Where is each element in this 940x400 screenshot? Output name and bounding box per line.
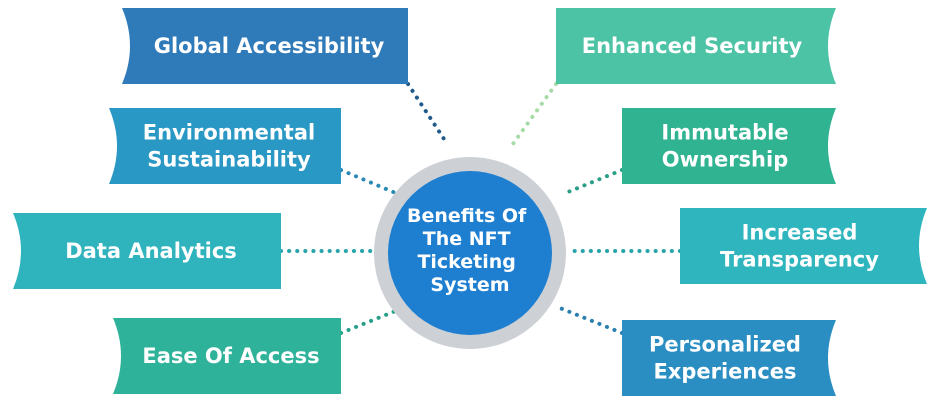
- center-title-line: The NFT: [423, 228, 511, 250]
- dotted-connector: [558, 306, 624, 335]
- center-title-line: Ticketing: [417, 251, 515, 273]
- benefit-label-line: Enhanced Security: [582, 34, 803, 58]
- benefit-banner: [680, 208, 927, 284]
- dotted-connector: [406, 82, 448, 144]
- benefit-banner: [556, 8, 836, 84]
- benefit-label-line: Experiences: [653, 360, 796, 384]
- connector-lines: [279, 82, 682, 335]
- benefit-banner: [122, 8, 408, 84]
- center-circle: [388, 171, 552, 335]
- dotted-connector: [508, 82, 558, 150]
- left-benefit-3: Ease Of Access: [113, 318, 341, 394]
- benefit-banner: [113, 318, 341, 394]
- center-node: Benefits Of The NFT Ticketing System: [374, 157, 566, 349]
- benefit-label-line: Global Accessibility: [154, 34, 385, 58]
- left-benefit-0: Global Accessibility: [122, 8, 408, 84]
- benefit-banner: [13, 213, 281, 289]
- benefit-label: Enhanced Security: [582, 34, 803, 58]
- benefit-label-line: Ease Of Access: [142, 344, 319, 368]
- center-title-line: System: [430, 274, 509, 296]
- center-title: Benefits Of The NFT Ticketing System: [407, 205, 533, 296]
- benefit-label-line: Personalized: [649, 333, 801, 357]
- benefit-label-line: Increased: [742, 221, 858, 245]
- dotted-connector: [339, 308, 400, 335]
- benefit-label-line: Sustainability: [147, 148, 311, 172]
- benefit-label-line: Environmental: [143, 121, 315, 145]
- benefit-banner: [622, 108, 836, 184]
- benefit-label: Ease Of Access: [142, 344, 319, 368]
- dotted-connector: [339, 168, 400, 196]
- benefit-banner: [622, 320, 836, 396]
- benefit-label-line: Immutable: [661, 121, 788, 145]
- dotted-connector: [566, 168, 624, 194]
- benefit-label: Data Analytics: [65, 239, 237, 263]
- left-benefit-2: Data Analytics: [13, 213, 281, 289]
- benefit-banner: [109, 108, 341, 184]
- center-title-line: Benefits Of: [407, 205, 527, 227]
- right-benefit-0: Enhanced Security: [556, 8, 836, 84]
- benefit-label-line: Transparency: [720, 248, 879, 272]
- benefit-label: Global Accessibility: [154, 34, 385, 58]
- benefit-label-line: Data Analytics: [65, 239, 237, 263]
- benefit-label-line: Ownership: [662, 148, 788, 172]
